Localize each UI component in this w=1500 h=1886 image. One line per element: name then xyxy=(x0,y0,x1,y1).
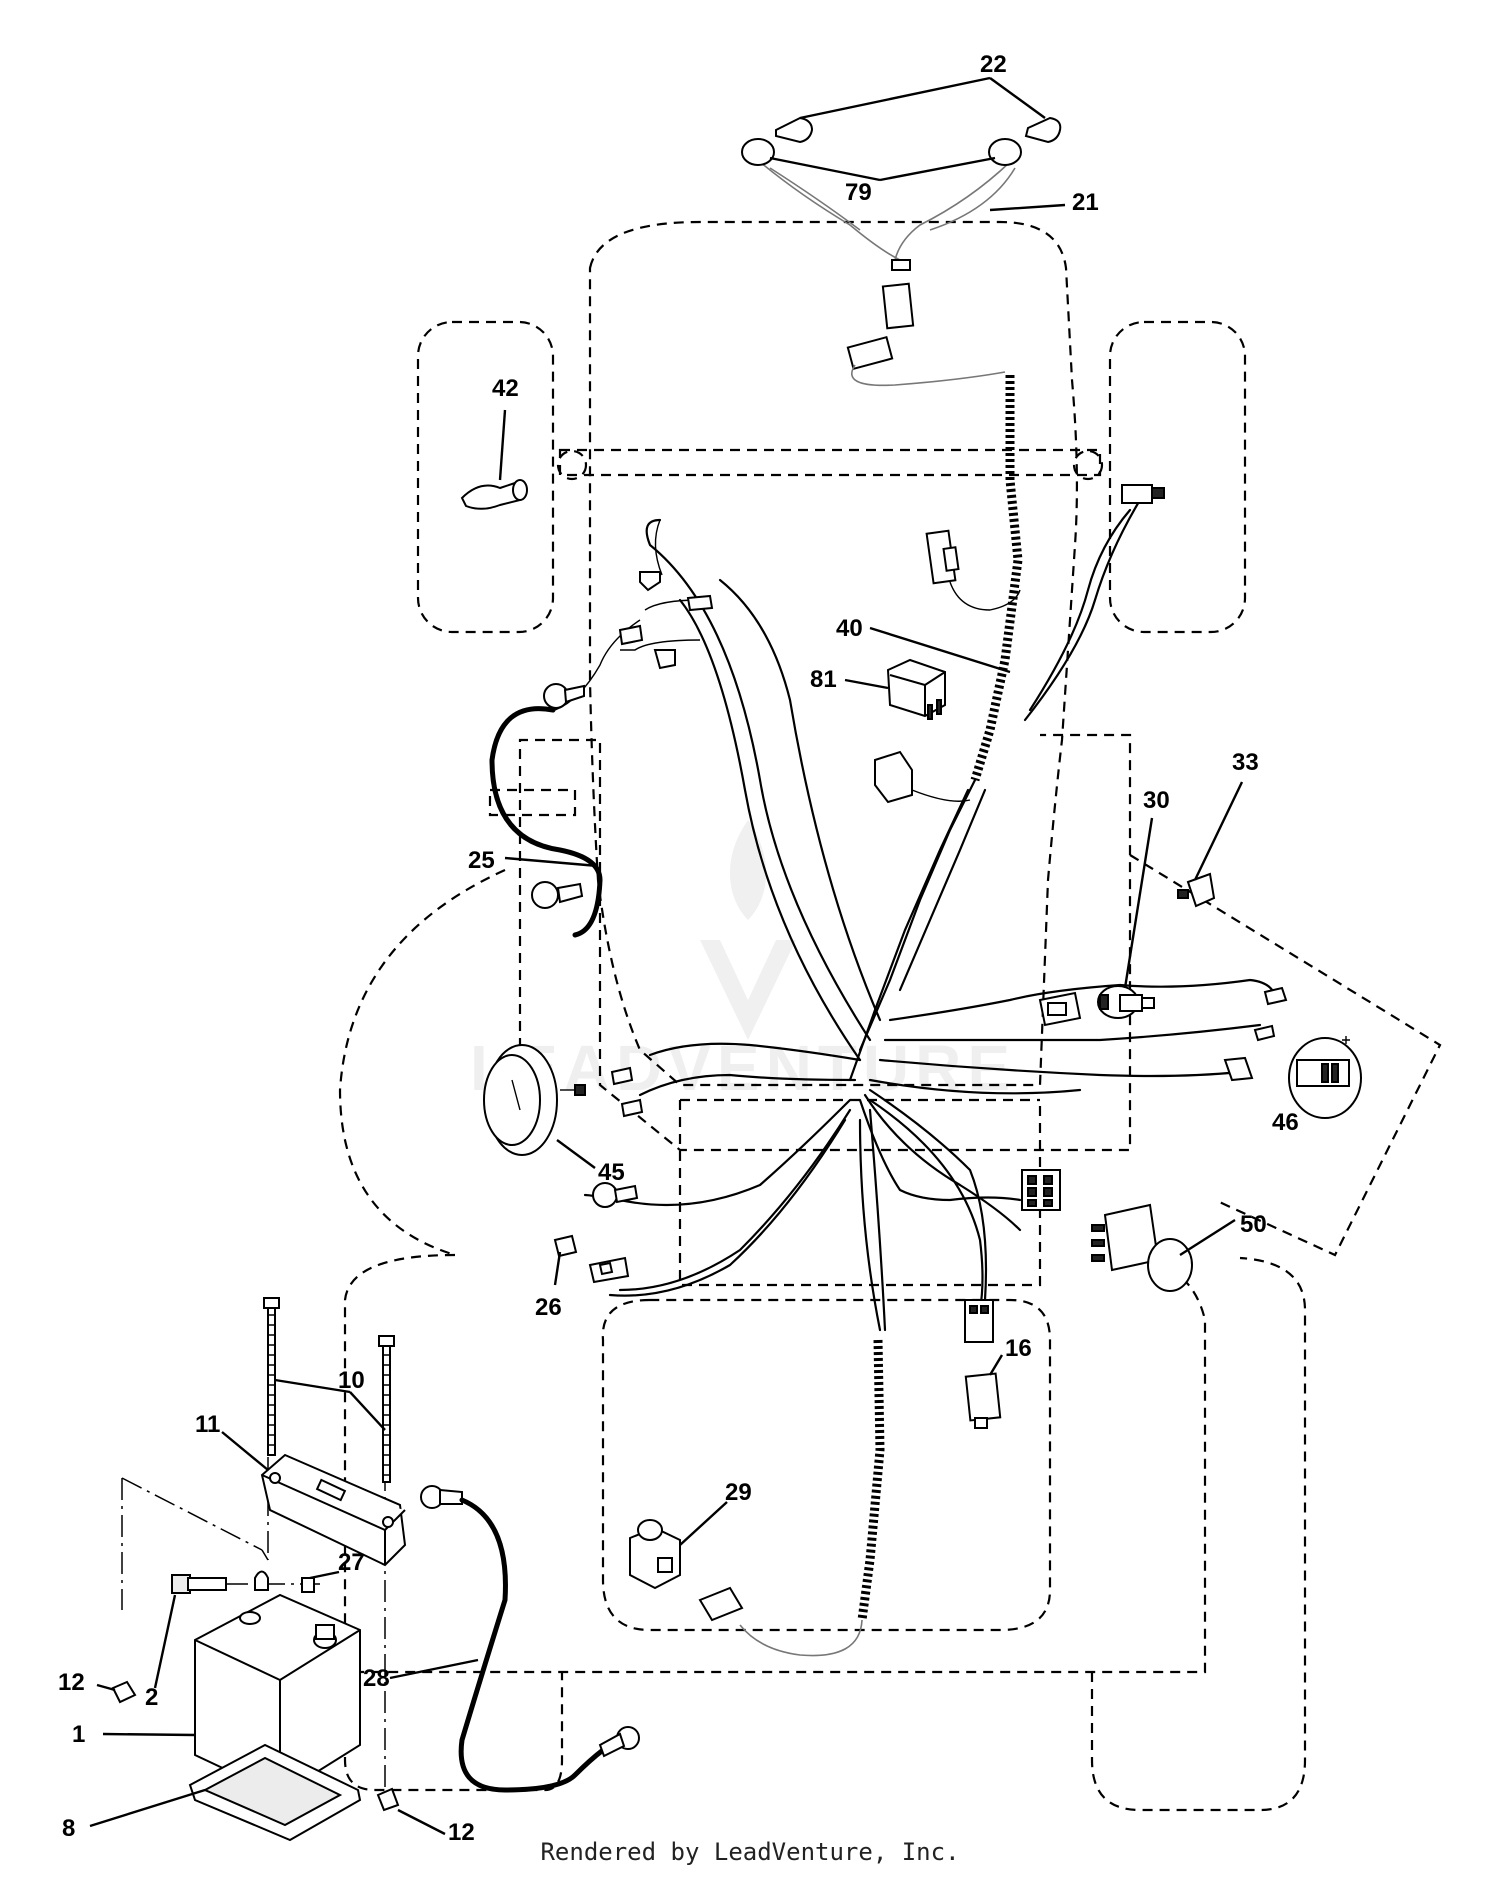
part-29-seat-switch xyxy=(629,1519,681,1590)
seat-outline xyxy=(601,1298,1052,1632)
callout-29: 29 xyxy=(725,1479,752,1506)
part-28-battery-cable xyxy=(420,1485,640,1793)
callout-33: 33 xyxy=(1232,749,1259,776)
part-45-ammeter xyxy=(483,1044,586,1156)
callout-26: 26 xyxy=(535,1294,562,1321)
front-right-wheel-outline xyxy=(1108,320,1247,634)
footer-credit: Rendered by LeadVenture, Inc. xyxy=(540,1838,960,1866)
callout-42: 42 xyxy=(492,375,519,402)
callout-22: 22 xyxy=(980,51,1007,78)
part-12-clip-lower xyxy=(376,1787,400,1812)
headlight-connector xyxy=(881,282,915,330)
callout-16: 16 xyxy=(1005,1335,1032,1362)
rear-body-outline xyxy=(343,1253,1207,1674)
callout-11: 11 xyxy=(195,1411,220,1438)
part-1-battery xyxy=(194,1593,361,1797)
rear-left-wheel-outline xyxy=(343,1672,564,1792)
lower-harness-coil xyxy=(739,1339,885,1657)
part-33-switch xyxy=(1177,872,1216,908)
upper-terminals xyxy=(618,571,714,670)
part-8-battery-tray xyxy=(188,1743,362,1842)
part-50-pto-switch xyxy=(1091,1203,1193,1292)
dash-outline xyxy=(518,733,1132,1152)
headlight-assembly xyxy=(741,116,1062,387)
main-harness-coil xyxy=(848,375,1023,1082)
ammeter-terminals xyxy=(592,1066,644,1208)
callout-8: 8 xyxy=(62,1815,75,1842)
part-27-nut xyxy=(301,1577,315,1593)
connector-under-relay xyxy=(874,750,971,804)
part-42-lamp-socket xyxy=(460,479,528,510)
part-10-bolts xyxy=(263,1297,395,1483)
callout-27: 27 xyxy=(338,1549,365,1576)
connector-plug-upper xyxy=(925,529,1021,611)
callout-45: 45 xyxy=(598,1159,625,1186)
front-left-wheel-outline xyxy=(416,320,555,634)
left-headlight-bulb xyxy=(775,116,814,144)
hood-outline xyxy=(588,220,1079,1087)
headlight-plug xyxy=(846,335,894,371)
callout-40: 40 xyxy=(836,615,863,642)
six-pin-connector xyxy=(1021,1169,1061,1211)
connector-upper-right xyxy=(1121,484,1165,504)
callout-1: 1 xyxy=(72,1721,85,1748)
callout-12-lower: 12 xyxy=(448,1819,475,1846)
front-axle-outline xyxy=(558,448,1102,477)
part-26-fuse xyxy=(553,1234,630,1284)
console-arc xyxy=(338,868,506,1257)
part-2-bolt xyxy=(171,1570,320,1594)
rear-right-wheel-outline xyxy=(1090,1256,1307,1812)
left-headlight-socket xyxy=(741,138,775,166)
callout-12-upper: 12 xyxy=(58,1669,85,1696)
part-16-connector xyxy=(964,1299,1002,1429)
callout-46: 46 xyxy=(1272,1109,1299,1136)
part-11-battery-bracket xyxy=(260,1453,407,1567)
callout-79: 79 xyxy=(845,179,872,206)
callout-2: 2 xyxy=(145,1684,158,1711)
part-46-hour-meter xyxy=(1288,1036,1362,1119)
callout-labels: 22 79 21 42 40 81 33 30 25 45 46 50 26 1… xyxy=(58,51,1299,1846)
right-terminals xyxy=(1223,986,1288,1082)
part-25-ground-cable xyxy=(489,683,603,938)
callout-25: 25 xyxy=(468,847,495,874)
callout-10: 10 xyxy=(338,1367,365,1394)
lower-coil-connector xyxy=(698,1586,744,1622)
ignition-plug xyxy=(1038,991,1082,1027)
callout-50: 50 xyxy=(1240,1211,1267,1238)
callout-28: 28 xyxy=(363,1665,390,1692)
part-30-ignition-switch xyxy=(1097,985,1155,1019)
part-12-clip-upper xyxy=(111,1680,137,1704)
right-headlight-socket xyxy=(988,138,1022,166)
callout-21: 21 xyxy=(1072,189,1099,216)
right-headlight-bulb xyxy=(1024,116,1062,144)
callout-81: 81 xyxy=(810,666,837,693)
part-81-relay xyxy=(886,658,946,720)
callout-leaders xyxy=(89,76,1244,1836)
callout-30: 30 xyxy=(1143,787,1170,814)
